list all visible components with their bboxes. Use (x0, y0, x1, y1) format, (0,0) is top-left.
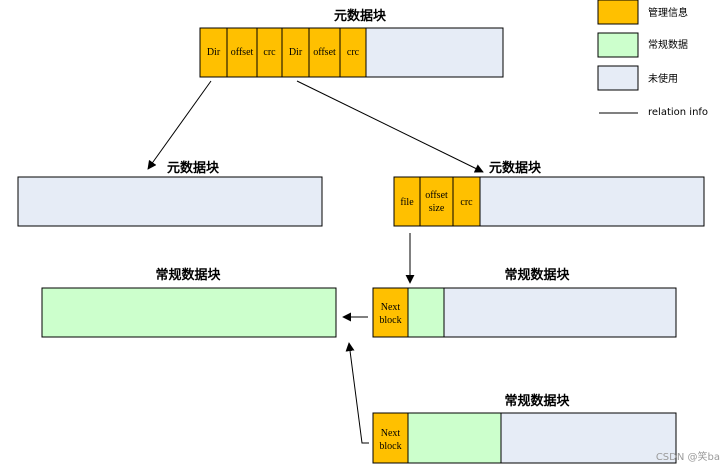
right-regular-block-1-data-area (407, 287, 445, 338)
right-regular-block-2-data-area (407, 412, 502, 464)
top-cell-label: offset (231, 47, 254, 58)
relation-arrow-top-to-left-meta (147, 80, 212, 170)
top-block-cell-offset-2 (308, 27, 341, 78)
left-regular-block-data-area (41, 287, 337, 338)
top-block-title: 元数据块 (334, 8, 387, 24)
left-regular-data-block: 常规数据块 (41, 267, 337, 338)
right-regular-block-2-title: 常规数据块 (504, 393, 570, 409)
legend-unused-label: 未使用 (648, 72, 678, 85)
right-regular-data-block-1: 常规数据块 Next block (372, 267, 677, 338)
relation-arrow-next2-to-left-regular (345, 342, 369, 444)
legend-regular-swatch (597, 32, 639, 58)
left-meta-block-unused-area (17, 176, 323, 227)
top-cell-label: Dir (207, 47, 221, 58)
legend: 管理信息 常规数据 未使用 relation info (597, 0, 708, 118)
next-block-label-line2: block (379, 315, 401, 326)
top-metadata-block: 元数据块 Dir offset crc Dir offset crc (199, 8, 504, 78)
top-cell-label: offset (313, 47, 336, 58)
legend-management-swatch (597, 0, 639, 25)
right-meta-cell-crc (452, 176, 481, 227)
top-cell-label: crc (263, 47, 276, 58)
relation-arrow-top-to-right-meta (296, 80, 484, 173)
watermark: CSDN @笑ba (656, 450, 720, 463)
right-meta-cell-file (393, 176, 421, 227)
top-cell-label: Dir (289, 47, 303, 58)
next-block-label-line2: block (379, 441, 401, 452)
top-block-cell-dir-1 (199, 27, 228, 78)
left-metadata-block: 元数据块 (17, 160, 323, 227)
top-cell-label: crc (347, 47, 360, 58)
top-block-cell-dir-2 (281, 27, 310, 78)
right-meta-cell-crc-label: crc (460, 197, 473, 208)
legend-relation-label: relation info (648, 107, 708, 118)
legend-unused-swatch (597, 65, 639, 91)
right-meta-cell-file-label: file (400, 197, 414, 208)
left-meta-block-title: 元数据块 (167, 160, 220, 176)
right-meta-cell-offset-label: offset (425, 190, 448, 201)
right-meta-cell-offset-size (419, 176, 454, 227)
right-metadata-block: 元数据块 file offset size crc (393, 160, 705, 227)
next-block-label-line1: Next (381, 428, 401, 439)
top-block-cell-offset-1 (226, 27, 258, 78)
right-regular-data-block-2: 常规数据块 Next block (372, 393, 677, 464)
right-meta-block-title: 元数据块 (489, 160, 542, 176)
legend-regular-label: 常规数据 (648, 38, 688, 51)
right-meta-cell-size-label: size (429, 203, 445, 214)
right-regular-block-1-title: 常规数据块 (504, 267, 570, 283)
left-regular-block-title: 常规数据块 (155, 267, 221, 283)
next-block-label-line1: Next (381, 302, 401, 313)
right-regular-block-1-next-cell (372, 287, 409, 338)
legend-management-label: 管理信息 (648, 6, 688, 19)
top-block-cell-crc-2 (339, 27, 367, 78)
right-regular-block-2-next-cell (372, 412, 409, 464)
